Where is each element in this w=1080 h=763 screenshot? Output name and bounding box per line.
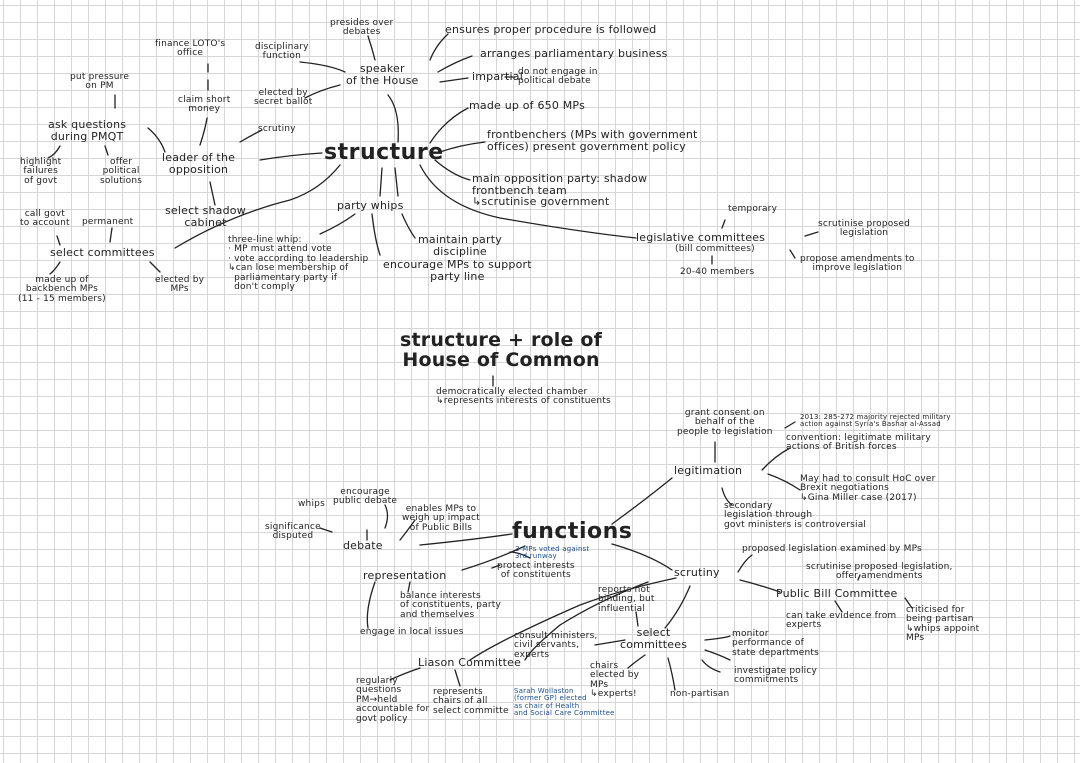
node-propose-amendments: propose amendments to improve legislatio…: [800, 254, 915, 274]
node-syria-2013: 2013: 285-272 majority rejected military…: [800, 413, 951, 429]
node-encourage-party-line: encourage MPs to support party line: [383, 258, 532, 283]
node-convention-military: convention: legitimate military actions …: [786, 433, 931, 453]
node-scrutiny: scrutiny: [674, 566, 720, 579]
node-whips: whips: [298, 499, 325, 509]
node-leader-of-opposition: leader of the opposition: [162, 151, 236, 176]
node-permanent: permanent: [82, 217, 134, 227]
node-made-up-650: made up of 650 MPs: [469, 99, 586, 112]
node-brexit-consult: May had to consult HoC over Brexit negot…: [800, 474, 936, 503]
node-ensures-procedure: ensures proper procedure is followed: [445, 23, 657, 36]
node-functions: functions: [512, 519, 633, 544]
page-title: structure + role of House of Common: [400, 329, 603, 371]
node-claim-short-money: claim short money: [178, 95, 231, 115]
node-protect-interests: protect interests of constituents: [497, 561, 575, 581]
node-engage-local-issues: engage in local issues: [360, 627, 464, 637]
node-represents-chairs: represents chairs of all select committe: [433, 687, 509, 716]
node-disciplinary-function: disciplinary function: [255, 42, 309, 62]
node-call-govt-account: call govt to account: [20, 209, 70, 229]
node-investigate-policy: investigate policy commitments: [734, 666, 818, 686]
node-pmqt: ask questions during PMQT: [48, 118, 127, 143]
node-monitor-performance: monitor performance of state departments: [732, 629, 819, 658]
node-proposed-legislation-mps: proposed legislation examined by MPs: [742, 544, 922, 554]
node-elected-by-mps: elected by MPs: [155, 275, 205, 295]
node-criticised-partisan: criticised for being partisan ↳whips app…: [906, 605, 980, 644]
node-regularly-questions-pm: regularly questions PM→held accountable …: [356, 676, 430, 724]
node-consult-ministers: consult ministers, civil servants, exper…: [514, 631, 598, 660]
node-public-bill-committee: Public Bill Committee: [776, 587, 898, 600]
node-grant-consent: grant consent on behalf of the people to…: [677, 408, 773, 437]
node-weigh-public-bills: enables MPs to weigh up impact of Public…: [402, 504, 480, 533]
node-sarah-wollaston: Sarah Wollaston (former GP) elected as c…: [514, 687, 615, 718]
node-no-political-debate: do not engage in political debate: [518, 67, 598, 87]
node-bill-committees: (bill committees): [675, 244, 755, 254]
node-highlight-failures: highlight failures of govt: [20, 157, 62, 186]
node-select-shadow-cabinet: select shadow cabinet: [165, 204, 246, 229]
node-scrutiny-opposition: scrutiny: [258, 124, 296, 134]
node-arranges-business: arranges parliamentary business: [480, 47, 668, 60]
node-legitimation: legitimation: [674, 464, 743, 477]
node-significance-disputed: significance disputed: [265, 522, 321, 542]
node-structure: structure: [324, 140, 444, 165]
node-scrutinise-proposed: scrutinise proposed legislation: [818, 219, 911, 239]
node-secret-ballot: elected by secret ballot: [254, 88, 313, 108]
node-reports-not-binding: reports not binding, but influential: [598, 585, 655, 614]
page-subtitle: democratically elected chamber ↳represen…: [436, 387, 611, 407]
node-chairs-elected: chairs elected by MPs ↳experts!: [590, 661, 640, 700]
node-secondary-legislation: secondary legislation through govt minis…: [724, 501, 867, 530]
node-legislative-committees: legislative committees: [636, 231, 766, 244]
node-three-line-whip: three-line whip: · MP must attend vote ·…: [228, 235, 369, 293]
node-evidence-experts: can take evidence from experts: [786, 611, 897, 631]
node-backbench-mps: made up of backbench MPs (11 - 15 member…: [18, 275, 106, 304]
node-20-40-members: 20-40 members: [680, 267, 755, 277]
node-impartial: impartial: [472, 70, 523, 83]
node-temporary: temporary: [728, 204, 778, 214]
node-speaker: speaker of the House: [346, 62, 419, 87]
node-liaison-committee: Liason Committee: [418, 656, 522, 669]
node-non-partisan: non-partisan: [670, 689, 730, 699]
node-select-committees-structure: select committees: [50, 246, 155, 259]
node-balance-interests: balance interests of constituents, party…: [400, 591, 502, 620]
node-debate: debate: [343, 539, 383, 552]
node-party-whips: party whips: [337, 199, 404, 212]
node-opposition-frontbench: main opposition party: shadow frontbench…: [472, 172, 648, 209]
node-select-committees-functions: select committees: [620, 626, 688, 651]
node-frontbenchers: frontbenchers (MPs with government offic…: [487, 128, 698, 153]
node-finance-loto-office: finance LOTO's office: [155, 39, 226, 59]
node-pressure-on-pm: put pressure on PM: [70, 72, 130, 92]
node-presides-over-debates: presides over debates: [330, 18, 394, 38]
node-encourage-public-debate: encourage public debate: [333, 487, 398, 507]
node-offer-solutions: offer political solutions: [100, 157, 143, 186]
node-maintain-discipline: maintain party discipline: [418, 233, 502, 258]
node-3-mps-runway: 3 MPs voted against 3rd runway: [515, 545, 590, 561]
node-representation: representation: [363, 569, 447, 582]
node-scrutinise-offer-amendments: scrutinise proposed legislation, offer a…: [806, 562, 953, 582]
